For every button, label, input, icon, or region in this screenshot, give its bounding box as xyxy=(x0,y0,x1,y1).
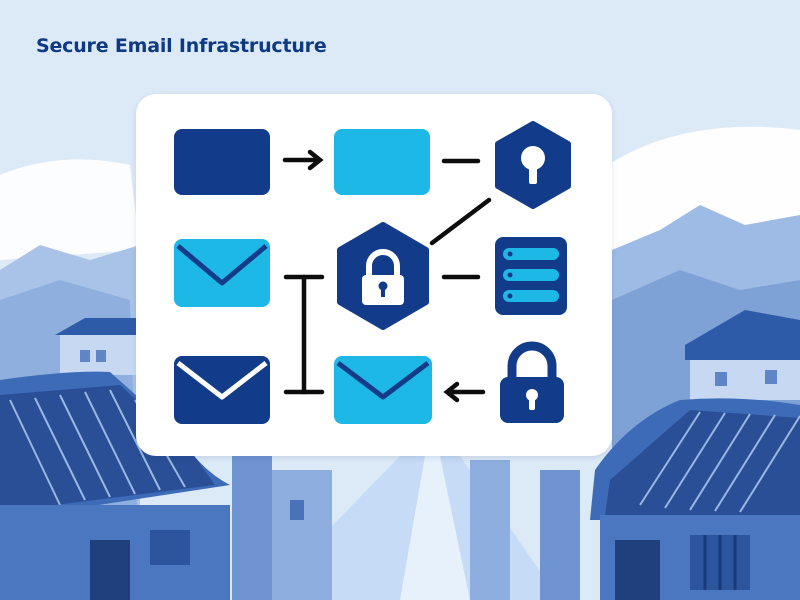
alley-building-left xyxy=(272,470,332,600)
house-right-roof xyxy=(685,310,800,360)
alley-wall-left xyxy=(232,456,272,600)
alley-window-left xyxy=(290,500,304,520)
house-left-door xyxy=(90,540,130,600)
envelope-icon xyxy=(334,356,432,424)
roof-right-shadow xyxy=(605,410,800,515)
alley-wall-right xyxy=(540,470,580,600)
house-right-door xyxy=(615,540,660,600)
house-left-roof xyxy=(55,318,140,335)
envelope-icon xyxy=(174,356,270,424)
envelope-icon xyxy=(174,239,270,307)
house-right-window-bars xyxy=(703,535,737,590)
page-title: Secure Email Infrastructure xyxy=(36,35,327,57)
arrow-head-right xyxy=(307,149,324,171)
padlock-hexagon-icon xyxy=(337,222,429,330)
house-left-window xyxy=(150,530,190,565)
house-right-window-1 xyxy=(715,372,727,386)
sender-block xyxy=(174,129,270,195)
house-right-wall xyxy=(690,360,800,400)
keyhole-hexagon-icon xyxy=(495,121,571,209)
padlock-icon xyxy=(500,341,564,423)
cloud-left xyxy=(0,159,140,260)
connectors xyxy=(282,149,492,403)
alley-light xyxy=(400,456,470,600)
alley-building-right xyxy=(470,460,510,600)
infrastructure-diagram-card xyxy=(136,94,612,456)
house-left-window-1 xyxy=(80,350,90,362)
server-rack-icon xyxy=(495,237,567,315)
house-left-window-2 xyxy=(96,350,106,362)
relay-block xyxy=(334,129,430,195)
house-right-window-2 xyxy=(765,370,777,384)
infrastructure-diagram xyxy=(174,121,571,424)
roof-right-tiles xyxy=(639,411,800,513)
connector-shield-hub xyxy=(429,197,492,246)
roof-left-shadow xyxy=(0,385,215,512)
arrow-head-left xyxy=(443,381,460,403)
